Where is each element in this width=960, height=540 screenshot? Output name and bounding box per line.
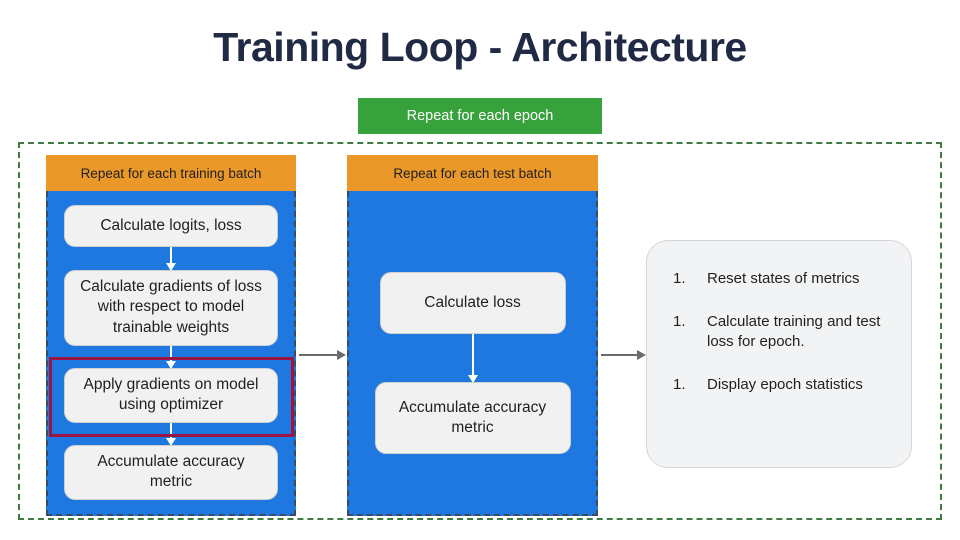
list-item: 1. Display epoch statistics xyxy=(673,375,889,396)
flow-arrow-down-icon xyxy=(170,345,172,368)
test-loop-column: Repeat for each test batch Calculate los… xyxy=(347,155,598,516)
epoch-banner: Repeat for each epoch xyxy=(358,98,602,134)
test-loop-body: Calculate loss Accumulate accuracy metri… xyxy=(347,191,598,516)
connector-arrow-test-to-summary-icon xyxy=(601,354,644,356)
flow-arrow-down-icon xyxy=(170,422,172,445)
list-item-text: Display epoch statistics xyxy=(707,376,863,394)
step-box-calculate-loss[interactable]: Calculate loss xyxy=(379,272,566,334)
step-label: Accumulate accuracy metric xyxy=(398,398,547,436)
epoch-dashed-container xyxy=(18,142,942,520)
step-label: Accumulate accuracy metric xyxy=(97,452,245,491)
test-loop-header-label: Repeat for each test batch xyxy=(393,165,552,181)
list-item-marker: 1. xyxy=(673,376,686,394)
list-item-text: Calculate training and test loss for epo… xyxy=(707,312,881,351)
step-box-apply-gradients[interactable]: Apply gradients on model using optimizer xyxy=(64,367,278,423)
list-item-marker: 1. xyxy=(673,270,686,287)
training-loop-column: Repeat for each training batch Calculate… xyxy=(46,155,296,516)
step-label: Apply gradients on model using optimizer xyxy=(83,375,259,414)
step-box-calculate-logits-loss[interactable]: Calculate logits, loss xyxy=(64,205,278,247)
step-label: Calculate gradients of loss with respect… xyxy=(80,277,262,336)
step-box-accumulate-accuracy-training[interactable]: Accumulate accuracy metric xyxy=(64,444,278,500)
training-loop-body: Calculate logits, loss Calculate gradien… xyxy=(46,191,296,516)
list-item-text: Reset states of metrics xyxy=(707,270,860,287)
list-item: 1. Calculate training and test loss for … xyxy=(673,312,889,353)
training-loop-header: Repeat for each training batch xyxy=(46,155,296,191)
step-label: Calculate loss xyxy=(424,293,521,311)
step-label: Calculate logits, loss xyxy=(100,216,242,234)
list-item-marker: 1. xyxy=(673,312,686,330)
training-loop-header-label: Repeat for each training batch xyxy=(80,165,262,181)
step-box-calculate-gradients[interactable]: Calculate gradients of loss with respect… xyxy=(64,269,278,346)
connector-arrow-training-to-test-icon xyxy=(299,354,344,356)
flow-arrow-down-icon xyxy=(170,246,172,270)
step-box-accumulate-accuracy-test[interactable]: Accumulate accuracy metric xyxy=(374,382,571,454)
list-item: 1. Reset states of metrics xyxy=(673,269,889,290)
epoch-summary-panel: 1. Reset states of metrics 1. Calculate … xyxy=(646,240,912,468)
page-title: Training Loop - Architecture xyxy=(213,24,747,70)
epoch-banner-label: Repeat for each epoch xyxy=(406,108,554,124)
test-loop-header: Repeat for each test batch xyxy=(347,155,598,191)
flow-arrow-down-icon xyxy=(471,334,474,382)
